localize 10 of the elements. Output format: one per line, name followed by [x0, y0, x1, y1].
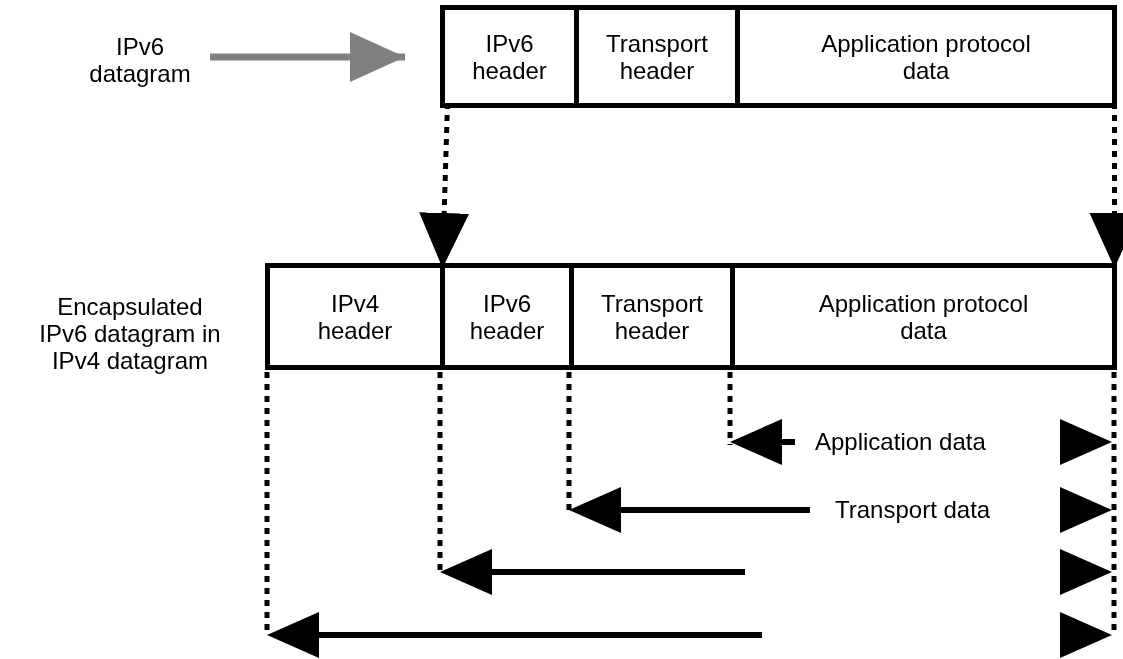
- header-field: Transport header: [569, 268, 730, 365]
- span-label: Transport data: [835, 496, 991, 523]
- header-field: Transport header: [574, 10, 735, 103]
- header-field: IPv6 header: [445, 10, 574, 103]
- span-label: Application data: [815, 428, 986, 455]
- packet-frame: IPv6 header Transport header Application protocol data: [440, 5, 1117, 108]
- packet-frame: IPv4 header IPv6 header Transport header Application protocol data: [265, 263, 1117, 370]
- datagram-label: Encapsulated IPv6 datagram in IPv4 datagram: [20, 262, 240, 404]
- datagram-label: IPv6 datagram: [60, 30, 220, 90]
- header-field: IPv6 header: [440, 268, 569, 365]
